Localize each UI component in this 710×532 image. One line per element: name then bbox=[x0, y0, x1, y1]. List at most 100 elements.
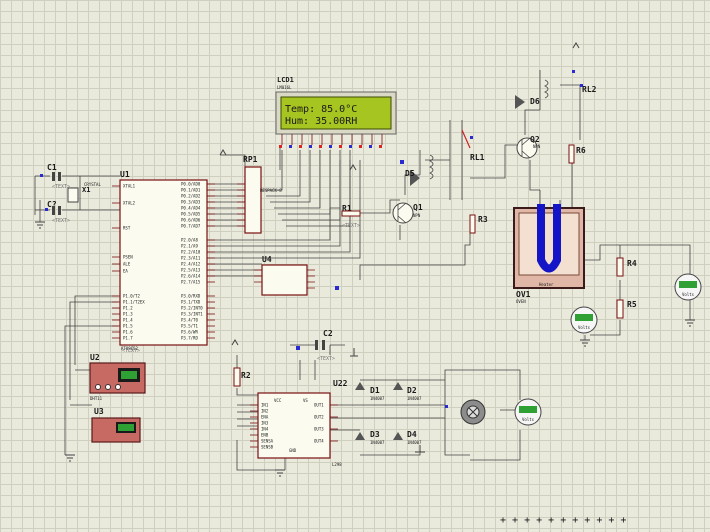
l298-pin-label: ENA bbox=[261, 415, 269, 420]
u2-dht11-sensor[interactable]: U2 DHT11 bbox=[89, 353, 146, 401]
r4-r5-divider[interactable]: R4 R5 bbox=[616, 257, 637, 319]
c2-capacitor[interactable]: C2 <TEXT> bbox=[315, 329, 335, 362]
u1-pin-label: ALE bbox=[123, 262, 131, 267]
u3-sensor[interactable]: U3 bbox=[91, 407, 141, 443]
u1-pin-label: P1.0/T2 bbox=[123, 294, 140, 299]
text-placeholder: <TEXT> bbox=[317, 356, 335, 362]
u22-part: L298 bbox=[332, 462, 342, 467]
crystal-part: CRYSTAL bbox=[84, 182, 101, 187]
rp1-resistor-pack[interactable]: RP1 RESPACK-8 bbox=[237, 155, 282, 234]
q1-symbol bbox=[397, 202, 407, 224]
heater-element bbox=[537, 204, 561, 273]
u1-pin-label: P0.1/AD1 bbox=[181, 188, 201, 193]
u1-pin-label: EA bbox=[123, 269, 128, 274]
u4-marker bbox=[335, 286, 339, 290]
d4-symbol bbox=[393, 432, 403, 440]
u1-pin-label: RST bbox=[123, 226, 131, 231]
power-arrows bbox=[219, 42, 580, 346]
u4-label: U4 bbox=[262, 255, 272, 264]
node-markers bbox=[40, 70, 583, 408]
rp1-part: RESPACK-8 bbox=[260, 188, 282, 193]
text-placeholder: <TEXT> bbox=[342, 223, 360, 229]
rl1-relay[interactable]: D5 RL1 R3 bbox=[405, 129, 488, 234]
u1-microcontroller[interactable]: U1 AT89C52 <TEXT> XTAL1XTAL2RSTPSENALEEA… bbox=[112, 170, 215, 354]
rl2-relay[interactable]: D6 RL2 Q2 NPN R6 bbox=[515, 79, 597, 164]
motor-cross bbox=[468, 407, 478, 417]
text-placeholder: <TEXT> bbox=[122, 348, 140, 354]
u1-pin-label: P2.5/A13 bbox=[181, 268, 201, 273]
c7-plate-b bbox=[58, 206, 61, 215]
rl1-coil bbox=[429, 154, 434, 180]
diode-bridge[interactable]: D1 1N4007 D2 1N4007 D3 1N4007 D4 1N4007 bbox=[355, 382, 422, 445]
u1-pin-label: PSEN bbox=[123, 255, 133, 260]
r1-q1-section[interactable]: R1 <TEXT> Q1 NPN bbox=[341, 202, 423, 229]
d2-part: 1N4007 bbox=[407, 396, 422, 401]
u1-part: AT89C52 bbox=[121, 346, 138, 351]
l298-pin-label: SENSB bbox=[261, 445, 274, 450]
lcd-line-1: Temp: 85.0°C bbox=[285, 104, 357, 115]
u1-pin-label: P1.1/T2EX bbox=[123, 300, 145, 305]
d6-symbol bbox=[515, 95, 525, 109]
c1-label: C1 bbox=[47, 163, 57, 172]
l298-pin-label: OUT4 bbox=[314, 439, 324, 444]
heater-label: Heater bbox=[539, 282, 554, 287]
u1-pin-label: P3.3/INT1 bbox=[181, 312, 203, 317]
l298-pin-label: OUT1 bbox=[314, 403, 324, 408]
l298-pin-label: OUT2 bbox=[314, 415, 324, 420]
u1-pin-label: P0.4/AD4 bbox=[181, 206, 201, 211]
c1-plate-b bbox=[58, 172, 61, 181]
motor[interactable] bbox=[460, 399, 486, 425]
u1-pin-label: P0.5/AD5 bbox=[181, 212, 201, 217]
oven-heater[interactable]: Heater OV1 OVEN bbox=[513, 204, 585, 304]
d5-label: D5 bbox=[405, 169, 415, 178]
d1-part: 1N4007 bbox=[370, 396, 385, 401]
lcd-line-2: Hum: 35.00RH bbox=[285, 116, 357, 127]
u2-button-2 bbox=[105, 384, 111, 390]
voltmeter-2[interactable]: Volts bbox=[570, 306, 598, 334]
u1-pin-label: P3.5/T1 bbox=[181, 324, 198, 329]
c7-label: C? bbox=[47, 200, 57, 209]
d2-symbol bbox=[393, 382, 403, 390]
voltmeter-3[interactable]: Volts bbox=[514, 398, 542, 426]
crystal-section[interactable]: C1 C? X1 CRYSTAL <TEXT> <TEXT> bbox=[47, 163, 101, 224]
u1-pin-label: XTAL1 bbox=[123, 184, 136, 189]
text-placeholder: <TEXT> bbox=[52, 218, 70, 224]
u1-pin-label: P1.4 bbox=[123, 318, 133, 323]
u1-pin-label: P2.4/A12 bbox=[181, 262, 201, 267]
faint-watermark: + + + + + + + + + + + bbox=[500, 515, 626, 526]
u1-pin-label: P2.2/A10 bbox=[181, 250, 201, 255]
l298-pin-label: IN2 bbox=[261, 409, 269, 414]
u1-pin-label: P2.0/A8 bbox=[181, 238, 198, 243]
u4-chip[interactable]: U4 bbox=[254, 255, 339, 296]
l298-pin-label: IN1 bbox=[261, 403, 269, 408]
voltmeter-3-unit: Volts bbox=[522, 417, 535, 422]
d5-symbol bbox=[410, 170, 420, 186]
d4-label: D4 bbox=[407, 430, 417, 439]
d4-part: 1N4007 bbox=[407, 440, 422, 445]
lcd-screen bbox=[280, 96, 392, 130]
r5-label: R5 bbox=[627, 300, 637, 309]
u2-button-3 bbox=[115, 384, 121, 390]
lcd-display[interactable]: LCD1 LM016L Temp: 85.0°C Hum: 35.00RH bbox=[275, 76, 397, 148]
d3-part: 1N4007 bbox=[370, 440, 385, 445]
u2-display-inner bbox=[121, 371, 137, 379]
r2-resistor[interactable]: R2 bbox=[233, 367, 251, 387]
voltmeter-1[interactable]: Volts bbox=[674, 273, 702, 301]
u1-pin-label: P0.3/AD3 bbox=[181, 200, 201, 205]
u2-label: U2 bbox=[90, 353, 100, 362]
u1-pin-label: P0.7/AD7 bbox=[181, 224, 201, 229]
d2-label: D2 bbox=[407, 386, 417, 395]
c7-plate-a bbox=[52, 206, 55, 215]
q1-part: NPN bbox=[413, 213, 421, 218]
u22-label: U22 bbox=[333, 379, 348, 388]
u1-body bbox=[119, 179, 208, 346]
voltmeter-3-readout bbox=[519, 406, 537, 413]
u1-pin-label: P1.6 bbox=[123, 330, 133, 335]
u1-pin-label: P3.1/TXD bbox=[181, 300, 201, 305]
u1-label: U1 bbox=[120, 170, 130, 179]
r4-label: R4 bbox=[627, 259, 637, 268]
